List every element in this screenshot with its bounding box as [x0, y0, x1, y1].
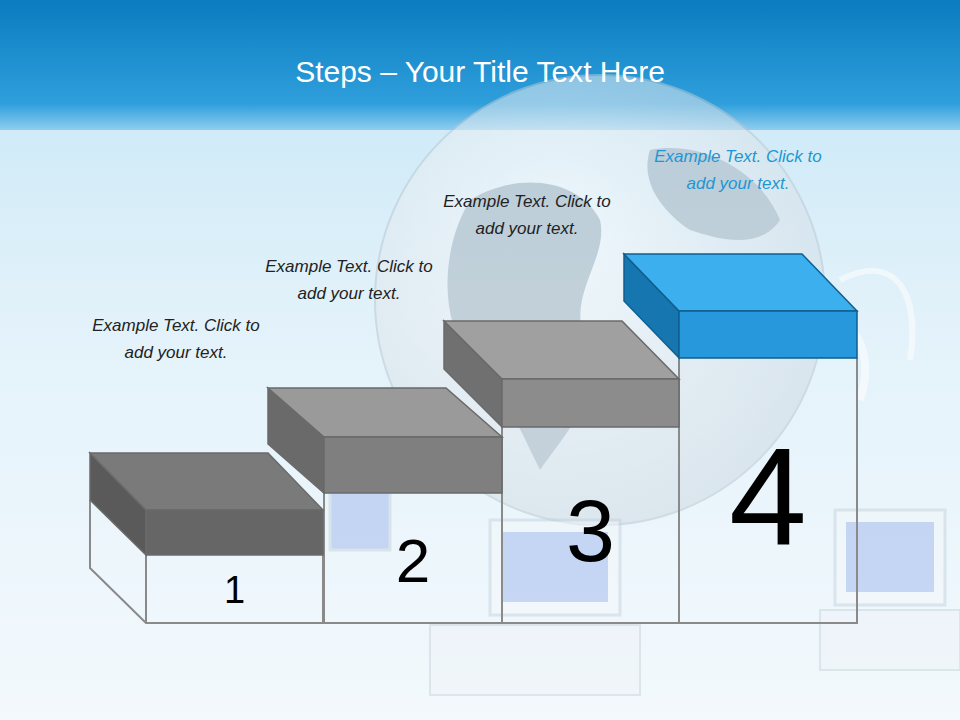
- step-description: Example Text. Click to add your text.: [249, 253, 449, 307]
- step-description: Example Text. Click to add your text.: [76, 312, 276, 366]
- step-block-4: [624, 254, 857, 358]
- step-block-1: [90, 453, 323, 555]
- step-block-2: [268, 388, 502, 493]
- step-description: Example Text. Click to add your text.: [427, 188, 627, 242]
- step-number: 2: [324, 525, 502, 596]
- step-number: 3: [502, 480, 679, 581]
- step-box: Example Text. Click to add your text. 2: [249, 253, 502, 623]
- step-box: Example Text. Click to add your text. 1: [76, 312, 323, 623]
- step-number: 4: [679, 416, 857, 577]
- step-box: Example Text. Click to add your text. 3: [427, 188, 679, 623]
- step-number: 1: [146, 568, 323, 612]
- step-description: Example Text. Click to add your text.: [638, 143, 838, 197]
- step-block-3: [444, 321, 679, 427]
- step-box: Example Text. Click to add your text. 4: [638, 143, 857, 623]
- slide-title: Steps – Your Title Text Here: [0, 52, 960, 92]
